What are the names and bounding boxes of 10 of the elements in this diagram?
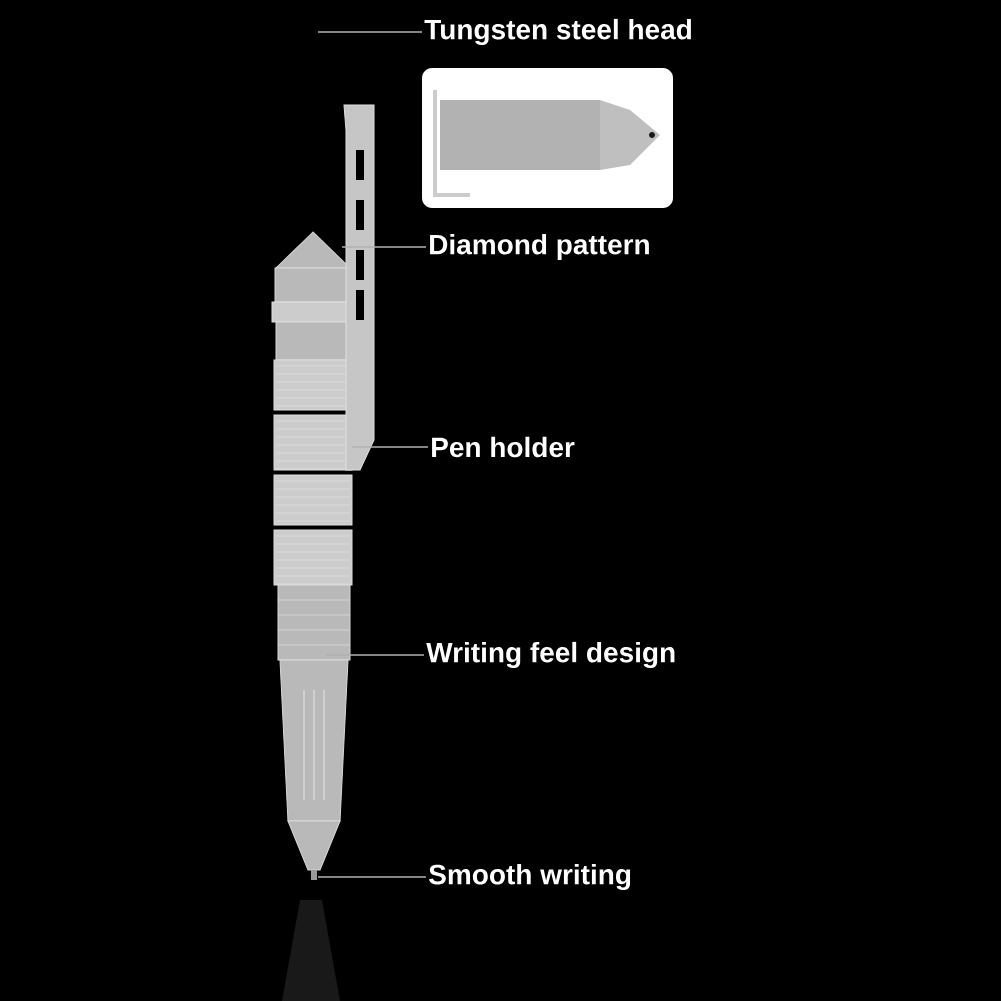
- callout-label: Writing feel design: [426, 641, 675, 669]
- leader-line: [317, 31, 423, 33]
- callout-label: Tungsten steel head: [424, 18, 691, 46]
- callout-label: Pen holder: [432, 436, 575, 458]
- leader-line: [341, 246, 427, 248]
- callout-label: Smooth writing: [429, 863, 631, 891]
- leader-line: [351, 446, 429, 448]
- leader-line: [317, 876, 427, 878]
- leader-line: [325, 654, 425, 656]
- callout-label: Diamond pattern: [430, 233, 649, 261]
